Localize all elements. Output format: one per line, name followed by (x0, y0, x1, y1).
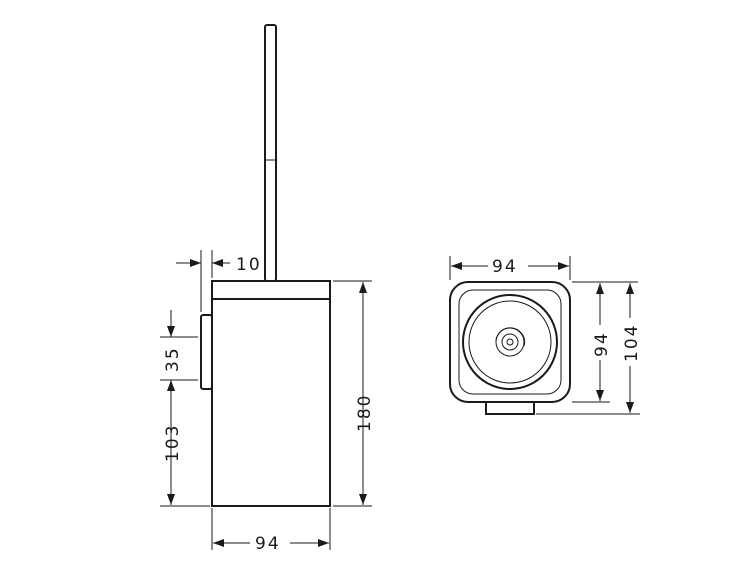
holder-lid (211, 280, 331, 300)
dim-front-width: 94 (211, 508, 331, 554)
dim-top-inner-depth-label: 94 (592, 331, 612, 357)
top-wall-plate (485, 401, 535, 415)
brush-handle (264, 24, 277, 282)
top-view (449, 281, 571, 415)
top-outer-shell (449, 281, 571, 403)
dim-top-total-depth-label: 104 (622, 324, 642, 362)
dim-mount-height-label: 103 (163, 424, 183, 462)
dim-total-height: 180 (333, 280, 375, 507)
top-knob-center (506, 338, 514, 346)
dim-top-total-depth: 104 (536, 283, 642, 415)
wall-bracket (200, 314, 213, 390)
top-lid-rim (462, 294, 558, 390)
dim-total-height-label: 180 (355, 394, 375, 432)
dim-wall-offset: 10 (176, 250, 262, 312)
dim-top-inner-depth: 94 (572, 281, 638, 403)
dim-bracket-height-label: 35 (163, 346, 183, 372)
top-lid-inner (468, 300, 552, 384)
top-inner-shell (458, 289, 562, 395)
dim-front-width-label: 94 (255, 534, 281, 554)
dim-wall-offset-label: 10 (236, 255, 262, 275)
dim-bracket-height: 35 (160, 310, 198, 400)
dim-top-width: 94 (449, 256, 571, 280)
dim-top-width-label: 94 (492, 257, 518, 277)
top-knob-swirl (495, 327, 526, 347)
top-knob-inner (501, 333, 519, 351)
holder-body (211, 298, 331, 507)
front-view (200, 24, 331, 507)
dim-mount-height: 103 (160, 395, 210, 507)
